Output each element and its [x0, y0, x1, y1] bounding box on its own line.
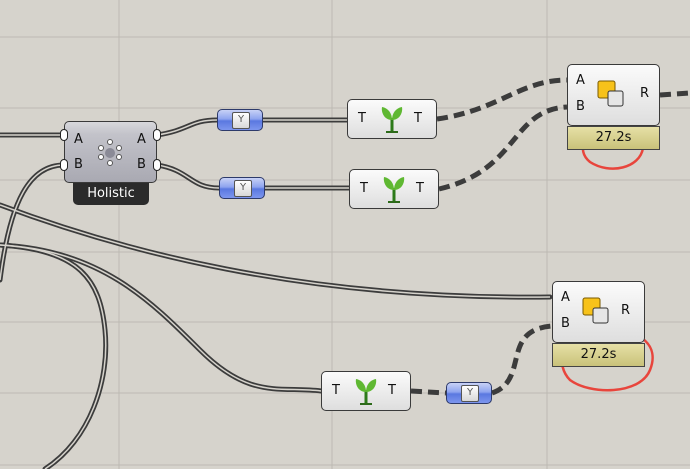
output-t-label: T	[414, 111, 422, 126]
boolean-union-component[interactable]: A B R	[567, 64, 660, 126]
output-t-label: T	[416, 181, 424, 196]
dashed-wire	[659, 90, 690, 98]
boolean-union-component[interactable]: A B R	[552, 281, 645, 343]
output-grip[interactable]	[153, 129, 161, 141]
input-t-label: T	[332, 383, 340, 398]
output-t-label: T	[388, 383, 396, 398]
holistic-icon	[98, 139, 122, 166]
input-t-label: T	[360, 181, 368, 196]
input-grip[interactable]	[60, 129, 68, 141]
zipper-icon: Y	[461, 385, 479, 402]
zipper-icon: Y	[234, 180, 252, 197]
dashed-wire	[438, 104, 568, 192]
input-t-label: T	[358, 111, 366, 126]
profiler-timer: 27.2s	[552, 343, 645, 367]
dashed-wire	[410, 388, 447, 396]
zip-component[interactable]: Y	[446, 382, 492, 404]
input-a-label: A	[561, 290, 570, 305]
input-b-label: B	[74, 157, 83, 172]
wire	[0, 242, 109, 469]
dashed-wire	[491, 323, 553, 396]
wire	[0, 242, 324, 394]
boolean-icon	[597, 80, 624, 107]
holistic-component[interactable]: A B A B	[64, 121, 157, 183]
zip-component[interactable]: Y	[219, 177, 265, 199]
tree-component[interactable]: T T	[349, 169, 439, 209]
sprout-icon	[381, 107, 403, 133]
dashed-wire	[436, 77, 568, 122]
output-b-label: B	[137, 157, 146, 172]
zip-component[interactable]: Y	[217, 109, 263, 131]
output-r-label: R	[640, 86, 650, 101]
input-b-label: B	[561, 316, 570, 331]
boolean-icon	[582, 297, 609, 324]
output-grip[interactable]	[153, 159, 161, 171]
input-b-label: B	[576, 99, 585, 114]
holistic-caption: Holistic	[73, 183, 149, 205]
input-a-label: A	[576, 73, 585, 88]
wire	[0, 202, 553, 300]
input-grip[interactable]	[60, 159, 68, 171]
profiler-timer: 27.2s	[567, 126, 660, 150]
sprout-icon	[383, 177, 405, 203]
input-a-label: A	[74, 132, 83, 147]
tree-component[interactable]: T T	[347, 99, 437, 139]
output-a-label: A	[137, 132, 146, 147]
output-r-label: R	[621, 303, 631, 318]
sprout-icon	[355, 379, 377, 405]
tree-component[interactable]: T T	[321, 371, 411, 411]
zipper-icon: Y	[232, 112, 250, 129]
